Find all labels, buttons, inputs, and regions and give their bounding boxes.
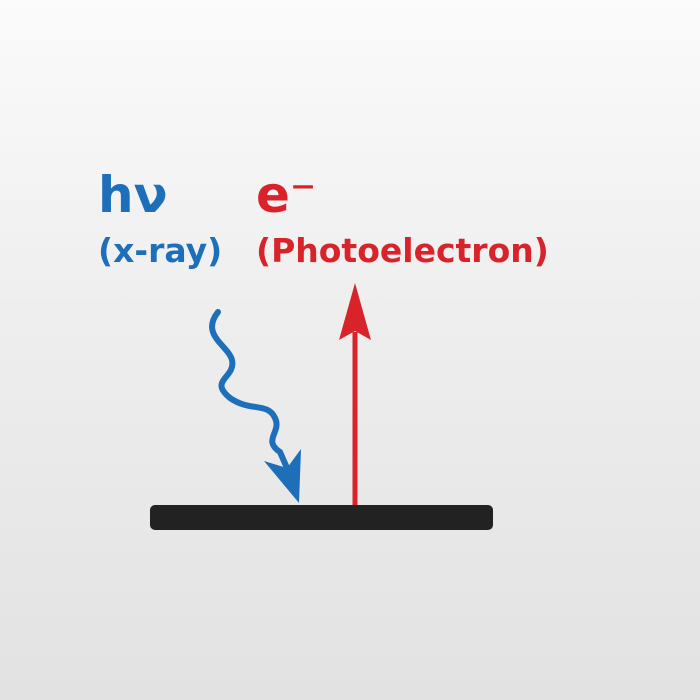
xray-arrowhead — [264, 449, 301, 503]
sample-surface — [150, 505, 493, 530]
xray-description-label: (x-ray) — [98, 231, 223, 270]
photoelectron-symbol-label: e⁻ — [256, 166, 317, 224]
xray-wave-arrow — [209, 309, 290, 471]
photoelectron-description-label: (Photoelectron) — [256, 231, 549, 270]
photoelectron-arrowhead — [339, 283, 371, 340]
xray-symbol-label: hν — [98, 166, 168, 224]
